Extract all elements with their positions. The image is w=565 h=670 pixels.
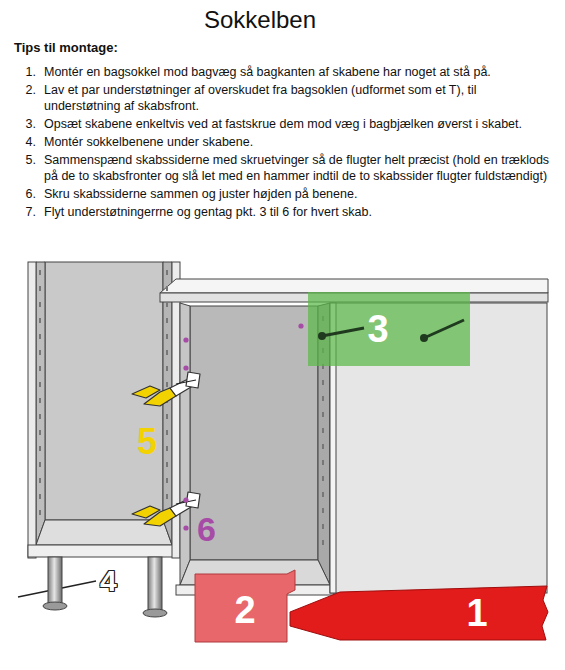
- shelf-hole: [322, 476, 324, 481]
- shelf-hole: [166, 462, 168, 467]
- screw: [424, 320, 464, 338]
- instruction-row: 6.Skru skabssiderne sammen og juster høj…: [14, 186, 554, 202]
- shelf-hole: [39, 270, 41, 275]
- callout-number: 3: [367, 310, 388, 348]
- shelf-hole: [322, 412, 324, 417]
- shelf-hole: [39, 430, 41, 435]
- callout-number: 4: [100, 566, 117, 596]
- shelf-hole: [166, 286, 168, 291]
- shelf-hole: [39, 318, 41, 323]
- shelf-hole: [322, 460, 324, 465]
- screw-head: [318, 332, 326, 340]
- shelf-hole: [166, 414, 168, 419]
- step-text: Skru skabssiderne sammen og juster højde…: [44, 186, 554, 202]
- shape-fill: [195, 570, 295, 642]
- step-number: 3.: [14, 116, 44, 132]
- front-support: 2: [195, 570, 295, 645]
- shelf-hole: [39, 398, 41, 403]
- shelf-hole: [166, 382, 168, 387]
- shelf-hole: [322, 428, 324, 433]
- callout-number: 2: [234, 591, 255, 629]
- step-number: 7.: [14, 204, 44, 220]
- step-text: Montér sokkelbenene under skabene.: [44, 134, 554, 150]
- step-text: Montér en bagsokkel mod bagvæg så bagkan…: [44, 64, 554, 80]
- step-text: Sammenspænd skabssiderne med skruetvinge…: [44, 152, 554, 184]
- shelf-hole: [39, 510, 41, 515]
- shelf-hole: [166, 302, 168, 307]
- left-cabinet: [28, 262, 180, 558]
- step-text: Flyt understøtningerrne og gentag pkt. 3…: [44, 204, 554, 220]
- step-number: 5.: [14, 152, 44, 184]
- tips-heading: Tips til montage:: [14, 40, 118, 55]
- shelf-hole: [39, 462, 41, 467]
- instruction-row: 5.Sammenspænd skabssiderne med skruetvin…: [14, 152, 554, 184]
- plinth-legs: [18, 557, 167, 617]
- shelf-hole: [166, 334, 168, 339]
- shelf-hole: [39, 350, 41, 355]
- shape-outline: [308, 292, 470, 366]
- shelf-hole: [322, 396, 324, 401]
- shelf-hole: [39, 334, 41, 339]
- shelf-hole: [166, 446, 168, 451]
- shelf-hole: [322, 380, 324, 385]
- screw-head: [420, 334, 428, 342]
- instruction-list: 1.Montér en bagsokkel mod bagvæg så bagk…: [14, 64, 554, 222]
- step-number: 1.: [14, 64, 44, 80]
- screw-marks: [183, 323, 303, 530]
- shelf-hole: [39, 286, 41, 291]
- callout-number: 1: [466, 594, 487, 632]
- shelf-hole: [39, 478, 41, 483]
- shelf-hole: [39, 414, 41, 419]
- step-number: 2.: [14, 82, 44, 114]
- instruction-row: 4.Montér sokkelbenene under skabene.: [14, 134, 554, 150]
- instruction-row: 3.Opsæt skabene enkeltvis ved at fastskr…: [14, 116, 554, 132]
- right-cabinet: [160, 279, 548, 595]
- shelf-hole: [166, 494, 168, 499]
- shelf-hole: [322, 540, 324, 545]
- shelf-hole: [166, 366, 168, 371]
- shelf-hole: [166, 350, 168, 355]
- callout-number: 5: [137, 424, 157, 460]
- shape-outline: [285, 582, 550, 644]
- shelf-hole: [39, 446, 41, 451]
- shelf-hole: [322, 444, 324, 449]
- shape-fill: [290, 586, 548, 640]
- instruction-row: 1.Montér en bagsokkel mod bagvæg så bagk…: [14, 64, 554, 80]
- step-number: 6.: [14, 186, 44, 202]
- back-plinth: 1: [285, 582, 550, 644]
- step-number: 4.: [14, 134, 44, 150]
- shelf-hole: [39, 366, 41, 371]
- shelf-hole: [166, 270, 168, 275]
- shelf-hole: [166, 430, 168, 435]
- title: Sokkelben: [0, 6, 520, 34]
- shelf-holes: [39, 270, 324, 545]
- step-text: Lav et par understøtninger af overskudet…: [44, 82, 554, 114]
- screw-clamp: [132, 372, 200, 526]
- shelf-hole: [166, 478, 168, 483]
- instruction-row: 2.Lav et par understøtninger af overskud…: [14, 82, 554, 114]
- shelf-hole: [322, 524, 324, 529]
- shelf-hole: [39, 494, 41, 499]
- shelf-hole: [322, 492, 324, 497]
- shape-fill: [308, 292, 470, 366]
- step-text: Opsæt skabene enkeltvis ved at fastskrue…: [44, 116, 554, 132]
- shelf-hole: [39, 302, 41, 307]
- shelf-hole: [322, 508, 324, 513]
- shelf-hole: [166, 318, 168, 323]
- shelf-hole: [39, 382, 41, 387]
- wall-fixing-zone: 3: [308, 292, 470, 366]
- instruction-row: 7.Flyt understøtningerrne og gentag pkt.…: [14, 204, 554, 220]
- screw: [322, 328, 364, 336]
- callout-number: 6: [197, 512, 216, 546]
